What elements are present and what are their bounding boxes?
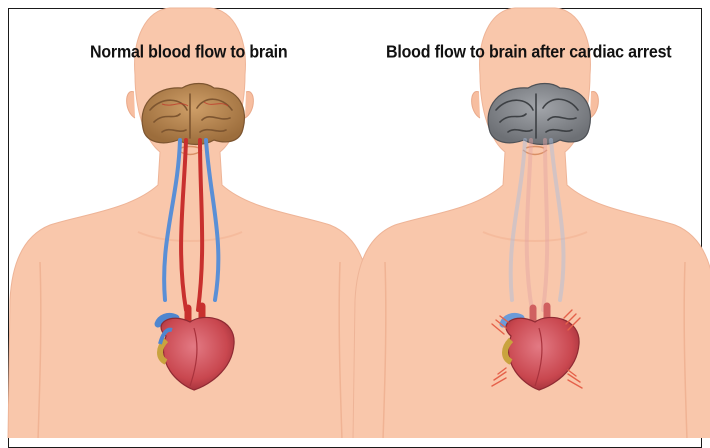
panel-title-normal: Normal blood flow to brain xyxy=(90,43,287,62)
brain-normal-icon xyxy=(142,84,244,145)
panel-cardiac-arrest xyxy=(353,8,710,438)
brain-arrest-icon xyxy=(488,84,590,145)
panel-title-arrest: Blood flow to brain after cardiac arrest xyxy=(386,43,671,62)
panel-normal xyxy=(8,8,372,438)
illustration xyxy=(0,0,710,438)
